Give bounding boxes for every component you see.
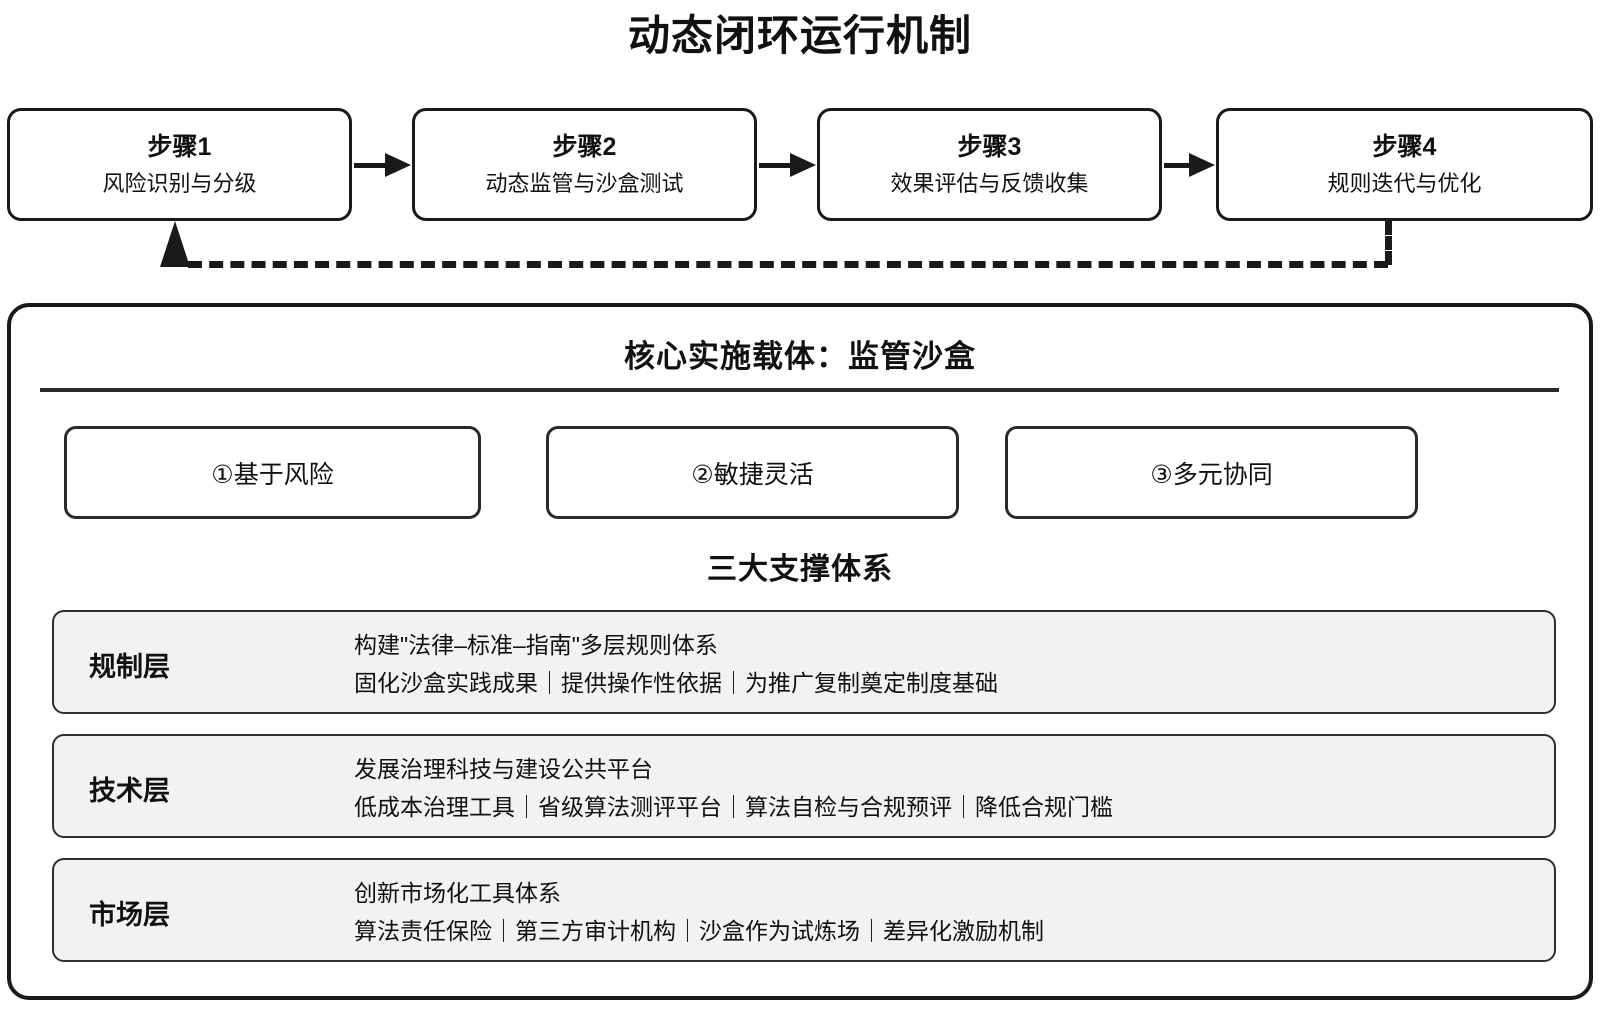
arrow-stem xyxy=(759,163,791,168)
core-panel-heading: 核心实施载体：监管沙盒 xyxy=(624,339,976,374)
pillar-1-line2: 固化沙盒实践成果｜提供操作性依据｜为推广复制奠定制度基础 xyxy=(354,669,998,696)
page-title: 动态闭环运行机制 xyxy=(627,12,972,59)
pillar-1-name: 规制层 xyxy=(89,651,170,682)
pillar-2-line1: 发展治理科技与建设公共平台 xyxy=(354,755,653,782)
pillar-2-line2: 低成本治理工具｜省级算法测评平台｜算法自检与合规预评｜降低合规门槛 xyxy=(354,793,1113,820)
pillar-row-regulation[interactable]: 规制层 构建"法律–标准–指南"多层规则体系 固化沙盒实践成果｜提供操作性依据｜… xyxy=(52,610,1556,714)
feedback-loop-vertical-segment xyxy=(1385,221,1392,265)
arrow-stem xyxy=(354,163,386,168)
pillar-2-body: 发展治理科技与建设公共平台 低成本治理工具｜省级算法测评平台｜算法自检与合规预评… xyxy=(354,736,1534,840)
feedback-loop-horizontal-segment xyxy=(188,261,1388,268)
arrow-right-icon-2 xyxy=(759,153,816,177)
step-4-desc: 规则迭代与优化 xyxy=(1327,170,1482,196)
pillar-3-body: 创新市场化工具体系 算法责任保险｜第三方审计机构｜沙盒作为试炼场｜差异化激励机制 xyxy=(354,860,1534,964)
section-divider xyxy=(40,388,1559,392)
feedback-arrow-up-icon xyxy=(160,221,190,267)
principle-box-1[interactable]: ①基于风险 xyxy=(64,426,481,519)
pillar-3-line2: 算法责任保险｜第三方审计机构｜沙盒作为试炼场｜差异化激励机制 xyxy=(354,917,1044,944)
step-box-2[interactable]: 步骤2 动态监管与沙盒测试 xyxy=(412,108,757,221)
step-box-4[interactable]: 步骤4 规则迭代与优化 xyxy=(1216,108,1593,221)
principle-1-label: ①基于风险 xyxy=(211,460,334,489)
step-box-3[interactable]: 步骤3 效果评估与反馈收集 xyxy=(817,108,1162,221)
principles-row: ①基于风险 ②敏捷灵活 ③多元协同 xyxy=(64,426,1544,519)
step-3-title: 步骤3 xyxy=(957,132,1022,161)
step-2-desc: 动态监管与沙盒测试 xyxy=(485,170,684,196)
pillar-1-body: 构建"法律–标准–指南"多层规则体系 固化沙盒实践成果｜提供操作性依据｜为推广复… xyxy=(354,612,1534,716)
step-2-title: 步骤2 xyxy=(552,132,617,161)
pillars-list: 规制层 构建"法律–标准–指南"多层规则体系 固化沙盒实践成果｜提供操作性依据｜… xyxy=(52,610,1556,982)
pillar-1-line1: 构建"法律–标准–指南"多层规则体系 xyxy=(354,631,718,658)
pillar-3-line1: 创新市场化工具体系 xyxy=(354,879,561,906)
principle-2-label: ②敏捷灵活 xyxy=(691,460,814,489)
step-1-desc: 风险识别与分级 xyxy=(102,170,257,196)
arrow-right-icon-1 xyxy=(354,153,411,177)
principle-box-3[interactable]: ③多元协同 xyxy=(1005,426,1418,519)
principle-3-label: ③多元协同 xyxy=(1150,460,1273,489)
pillar-2-name: 技术层 xyxy=(89,775,170,806)
step-box-1[interactable]: 步骤1 风险识别与分级 xyxy=(7,108,352,221)
pillar-3-name: 市场层 xyxy=(89,899,170,930)
step-3-desc: 效果评估与反馈收集 xyxy=(890,170,1089,196)
pillar-row-market[interactable]: 市场层 创新市场化工具体系 算法责任保险｜第三方审计机构｜沙盒作为试炼场｜差异化… xyxy=(52,858,1556,962)
step-4-title: 步骤4 xyxy=(1372,132,1437,161)
step-1-title: 步骤1 xyxy=(147,132,212,161)
principle-box-2[interactable]: ②敏捷灵活 xyxy=(546,426,959,519)
pillar-row-technology[interactable]: 技术层 发展治理科技与建设公共平台 低成本治理工具｜省级算法测评平台｜算法自检与… xyxy=(52,734,1556,838)
arrow-head xyxy=(385,153,411,177)
step-flow: 步骤1 风险识别与分级 步骤2 动态监管与沙盒测试 步骤3 效果评估与反馈收集 … xyxy=(7,108,1593,223)
core-carrier-panel: 核心实施载体：监管沙盒 ①基于风险 ②敏捷灵活 ③多元协同 三大支撑体系 规制层… xyxy=(7,303,1593,1000)
arrow-stem xyxy=(1164,163,1190,168)
arrow-head xyxy=(1189,153,1215,177)
arrow-head xyxy=(790,153,816,177)
arrow-right-icon-3 xyxy=(1164,153,1215,177)
pillars-heading: 三大支撑体系 xyxy=(707,553,893,586)
